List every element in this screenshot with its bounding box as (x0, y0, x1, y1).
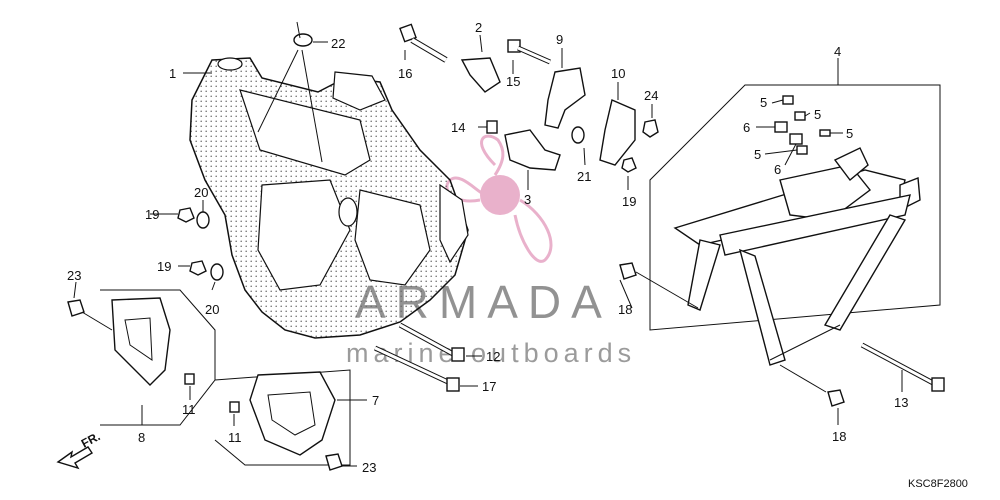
callout-19-right: 19 (622, 194, 636, 209)
diagram-code: KSC8F2800 (908, 478, 968, 490)
callout-22: 22 (331, 36, 345, 51)
stay-part-10 (599, 82, 636, 166)
callout-5-mid: 5 (814, 107, 821, 122)
callout-11-right: 11 (228, 430, 242, 445)
nut-part-19-lower (189, 260, 207, 276)
callout-8: 8 (138, 430, 145, 445)
clip-part-5-right (819, 129, 831, 137)
bolt-part-23-lower (325, 453, 343, 471)
bolt-part-18-upper (619, 262, 699, 309)
callout-23-upper: 23 (67, 268, 81, 283)
clip-part-6-upper (774, 121, 788, 133)
nut-part-19-upper (177, 207, 195, 223)
callout-15: 15 (506, 74, 520, 89)
clip-part-5-top (782, 95, 794, 105)
watermark-tagline: marine outboards (346, 338, 636, 368)
callout-7: 7 (372, 393, 379, 408)
callout-17: 17 (482, 379, 496, 394)
bolt-part-12 (398, 322, 482, 362)
guard-part-8 (67, 289, 216, 426)
collar-part-21 (571, 126, 585, 144)
callout-19-upper: 19 (145, 207, 159, 222)
stay-part-9 (544, 48, 586, 129)
grommet-part-22 (257, 21, 328, 163)
callout-19-lower: 19 (157, 259, 171, 274)
clip-part-6-lower (789, 133, 803, 145)
callout-9: 9 (556, 32, 563, 47)
callout-14: 14 (451, 120, 465, 135)
callout-21: 21 (577, 169, 591, 184)
callout-5-lower: 5 (754, 147, 761, 162)
callout-23-lower: 23 (362, 460, 376, 475)
clip-part-3 (504, 129, 561, 190)
callout-3: 3 (524, 192, 531, 207)
bolt-part-18-lower (779, 364, 845, 425)
callout-6-lower: 6 (774, 162, 781, 177)
washer-part-20-lower (210, 263, 224, 281)
front-direction-arrow-icon: FR. (56, 429, 103, 470)
bolt-part-14 (478, 120, 498, 134)
bolt-part-16 (399, 23, 448, 63)
bolt-part-13 (860, 342, 945, 392)
front-direction-label: FR. (79, 429, 103, 450)
callout-4: 4 (834, 44, 841, 59)
callout-10: 10 (611, 66, 625, 81)
callout-18-upper: 18 (618, 302, 632, 317)
callout-20-upper: 20 (194, 185, 208, 200)
callout-16: 16 (398, 66, 412, 81)
bolt-part-15 (507, 39, 552, 65)
callout-5-right: 5 (846, 126, 853, 141)
callout-24: 24 (644, 88, 658, 103)
callout-6-upper: 6 (743, 120, 750, 135)
clip-part-5-mid (794, 111, 806, 121)
callout-20-lower: 20 (205, 302, 219, 317)
callout-13: 13 (894, 395, 908, 410)
bolt-part-23-upper (67, 299, 85, 317)
collar-part-11-right (229, 401, 240, 413)
main-frame-part (189, 57, 469, 339)
bracket-part-2 (460, 34, 501, 93)
callout-11-left: 11 (182, 402, 196, 417)
collar-part-11-left (184, 373, 195, 385)
washer-part-20-upper (196, 211, 210, 229)
callout-1: 1 (169, 66, 176, 81)
nut-part-24 (642, 119, 659, 138)
bolt-part-17 (373, 345, 478, 392)
callout-12: 12 (486, 349, 500, 364)
guard-part-7 (214, 369, 367, 471)
callout-18-lower: 18 (832, 429, 846, 444)
rear-frame-part-4 (649, 58, 941, 366)
callout-2: 2 (475, 20, 482, 35)
nut-part-19-right (621, 157, 637, 173)
callout-5-top: 5 (760, 95, 767, 110)
clip-part-5-lower (796, 145, 808, 155)
